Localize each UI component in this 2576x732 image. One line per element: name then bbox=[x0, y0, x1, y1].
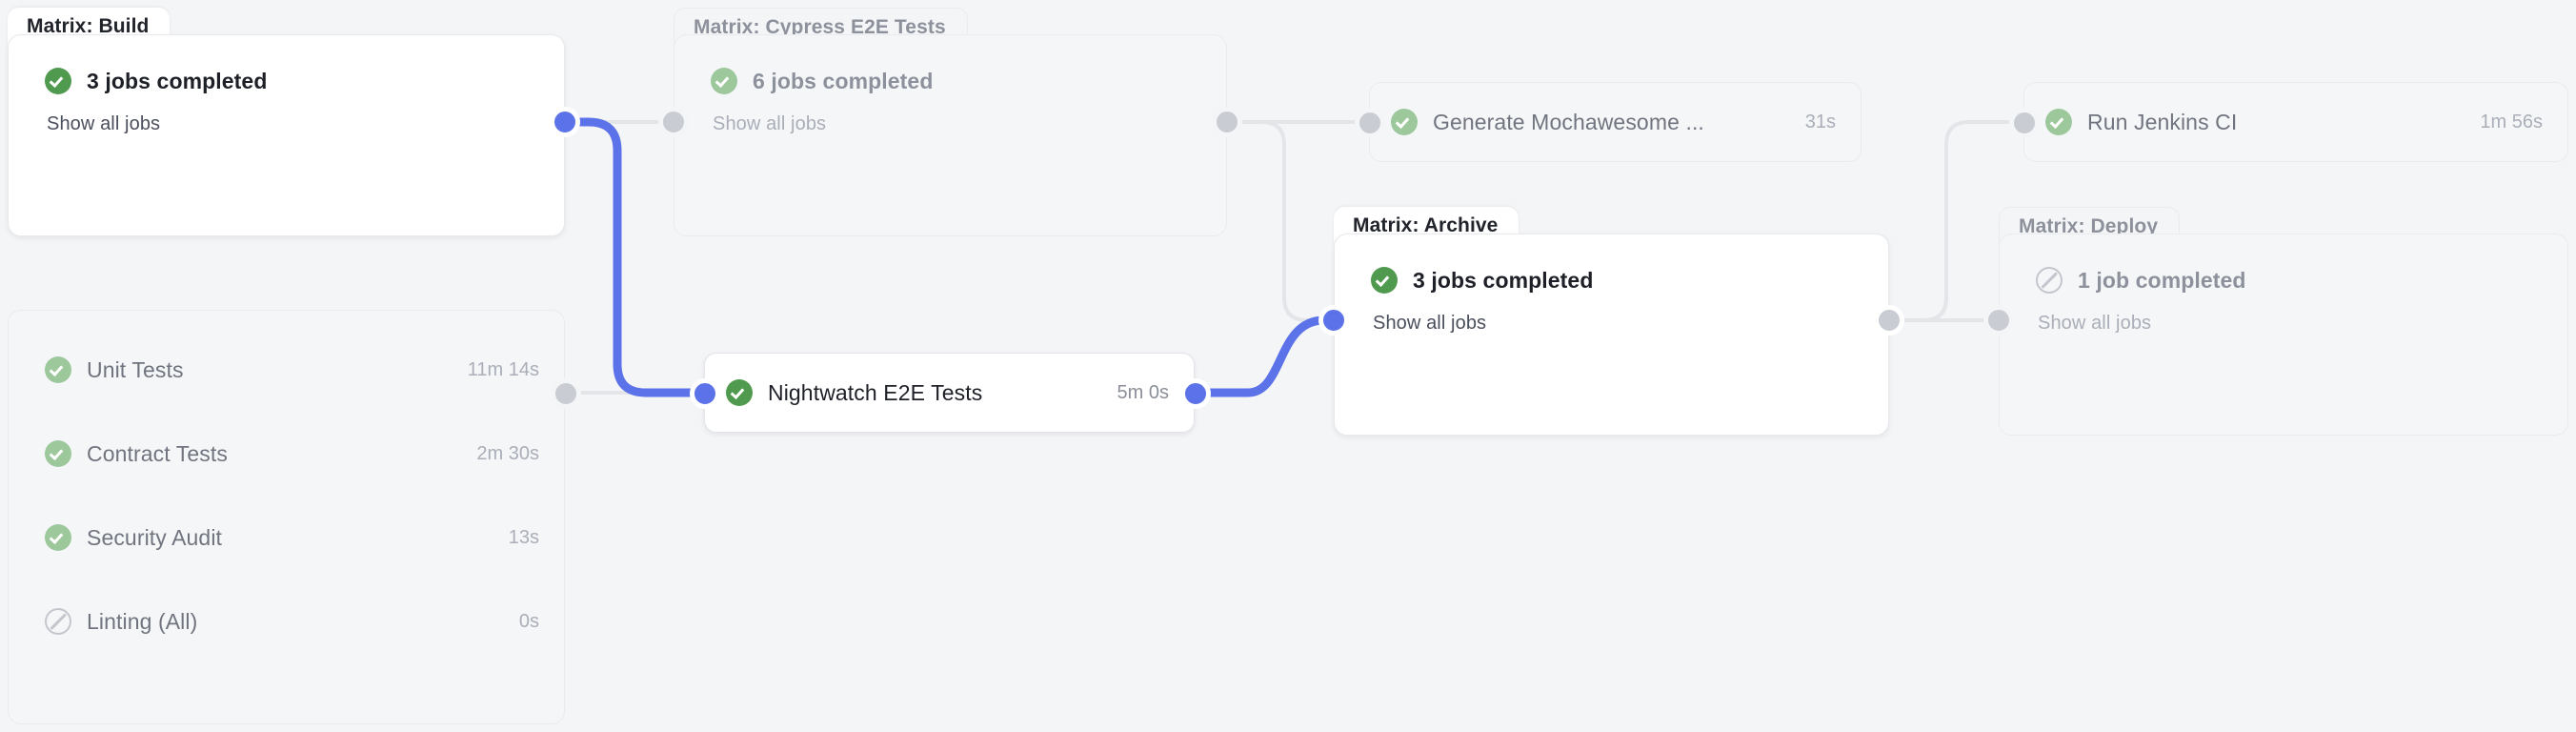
list-item-duration: 11m 14s bbox=[467, 358, 539, 380]
node-matrix-deploy[interactable]: Matrix: Deploy 1 job completed Show all … bbox=[1983, 207, 2568, 436]
success-check-icon bbox=[726, 379, 753, 406]
list-item[interactable]: Security Audit 13s bbox=[9, 496, 564, 580]
matrix-build-show-all-jobs-link[interactable]: Show all jobs bbox=[47, 113, 161, 134]
matrix-archive-status-row: 3 jobs completed bbox=[1371, 267, 1860, 294]
matrix-build-jobs-label: 3 jobs completed bbox=[87, 68, 268, 93]
nightwatch-input-handle[interactable] bbox=[690, 378, 720, 409]
matrix-build-status-row: 3 jobs completed bbox=[45, 68, 535, 94]
matrix-cypress-output-handle[interactable] bbox=[1212, 107, 1242, 137]
jenkins-input-handle[interactable] bbox=[2009, 108, 2040, 138]
matrix-cypress-status-row: 6 jobs completed bbox=[711, 68, 1197, 94]
success-check-icon bbox=[45, 524, 71, 551]
list-item-duration: 13s bbox=[508, 526, 539, 548]
success-check-icon bbox=[45, 356, 71, 383]
success-check-icon bbox=[1371, 267, 1398, 294]
mochawesome-input-handle[interactable] bbox=[1355, 108, 1385, 138]
matrix-cypress-body[interactable]: 6 jobs completed Show all jobs bbox=[674, 34, 1227, 236]
list-item[interactable]: Unit Tests 11m 14s bbox=[9, 328, 564, 412]
matrix-deploy-body[interactable]: 1 job completed Show all jobs bbox=[1999, 234, 2568, 436]
matrix-deploy-status-row: 1 job completed bbox=[2036, 267, 2539, 294]
jenkins-duration: 1m 56s bbox=[2480, 111, 2543, 132]
matrix-build-body[interactable]: 3 jobs completed Show all jobs bbox=[8, 34, 565, 236]
list-item[interactable]: Linting (All) 0s bbox=[9, 580, 564, 663]
matrix-deploy-jobs-label: 1 job completed bbox=[2078, 267, 2246, 293]
skipped-icon bbox=[2036, 267, 2063, 294]
node-generate-mochawesome[interactable]: Generate Mochawesome ... 31s bbox=[1355, 82, 1862, 162]
success-check-icon bbox=[45, 68, 71, 94]
matrix-deploy-show-all-jobs-link[interactable]: Show all jobs bbox=[2038, 313, 2152, 334]
success-check-icon bbox=[1391, 109, 1418, 135]
matrix-deploy-input-handle[interactable] bbox=[1983, 305, 2014, 336]
test-list-output-handle[interactable] bbox=[551, 378, 581, 409]
list-item-duration: 2m 30s bbox=[476, 442, 539, 464]
edge-nightwatch-to-archive-active bbox=[1190, 315, 1338, 397]
nightwatch-duration: 5m 0s bbox=[1117, 381, 1169, 403]
nightwatch-label: Nightwatch E2E Tests bbox=[768, 379, 983, 405]
matrix-archive-output-handle[interactable] bbox=[1874, 305, 1904, 336]
success-check-icon bbox=[2045, 109, 2072, 135]
list-item-label: Unit Tests bbox=[87, 356, 184, 382]
matrix-archive-body[interactable]: 3 jobs completed Show all jobs bbox=[1334, 234, 1889, 436]
list-item-label: Contract Tests bbox=[87, 440, 228, 466]
node-matrix-cypress-e2e-tests[interactable]: Matrix: Cypress E2E Tests 6 jobs complet… bbox=[658, 8, 1242, 236]
list-item-label: Linting (All) bbox=[87, 608, 198, 634]
nightwatch-output-handle[interactable] bbox=[1180, 378, 1211, 409]
skipped-icon bbox=[45, 608, 71, 635]
matrix-build-output-handle[interactable] bbox=[550, 107, 580, 137]
matrix-cypress-input-handle[interactable] bbox=[658, 107, 689, 137]
node-run-jenkins-ci[interactable]: Run Jenkins CI 1m 56s bbox=[2009, 82, 2568, 162]
mochawesome-label: Generate Mochawesome ... bbox=[1433, 109, 1704, 134]
list-item-label: Security Audit bbox=[87, 524, 223, 550]
success-check-icon bbox=[45, 440, 71, 467]
matrix-archive-input-handle[interactable] bbox=[1318, 305, 1349, 336]
mochawesome-duration: 31s bbox=[1804, 111, 1836, 132]
node-matrix-archive[interactable]: Matrix: Archive 3 jobs completed Show al… bbox=[1318, 207, 1904, 436]
list-item-duration: 0s bbox=[518, 610, 539, 632]
list-item[interactable]: Contract Tests 2m 30s bbox=[9, 412, 564, 496]
edge-cypress-to-archive bbox=[1225, 120, 1336, 322]
node-test-list-panel[interactable]: Unit Tests 11m 14s Contract Tests 2m 30s… bbox=[8, 310, 581, 724]
matrix-archive-jobs-label: 3 jobs completed bbox=[1413, 267, 1594, 293]
matrix-cypress-show-all-jobs-link[interactable]: Show all jobs bbox=[713, 113, 827, 134]
matrix-archive-show-all-jobs-link[interactable]: Show all jobs bbox=[1373, 313, 1487, 334]
matrix-cypress-jobs-label: 6 jobs completed bbox=[753, 68, 934, 93]
node-nightwatch-e2e-tests[interactable]: Nightwatch E2E Tests 5m 0s bbox=[690, 353, 1211, 433]
jenkins-label: Run Jenkins CI bbox=[2087, 109, 2238, 134]
success-check-icon bbox=[711, 68, 737, 94]
node-matrix-build[interactable]: Matrix: Build 3 jobs completed Show all … bbox=[8, 8, 580, 236]
